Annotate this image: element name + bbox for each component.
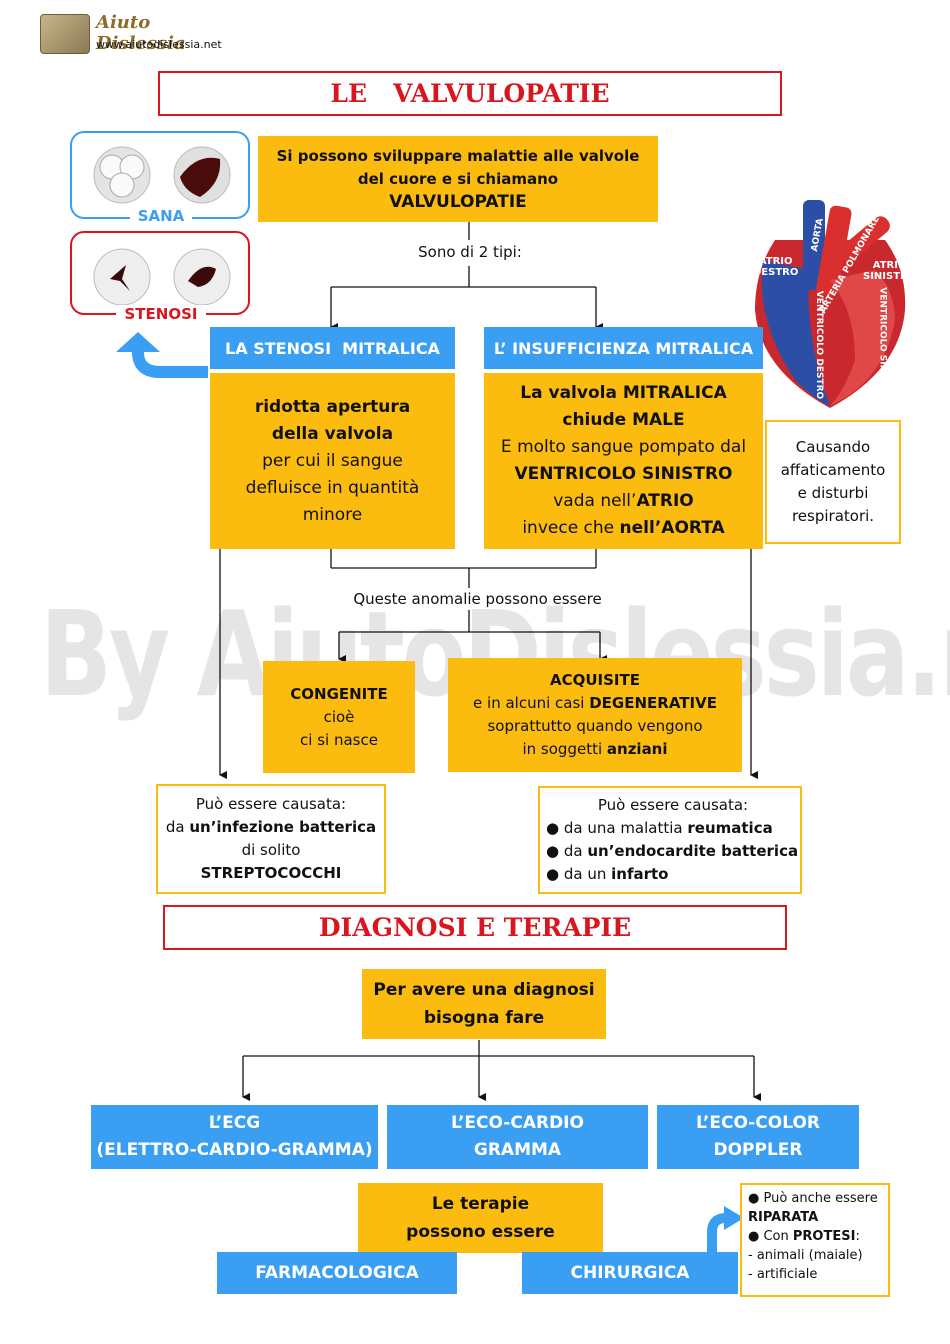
logo-url: www.aiutodislessia.net xyxy=(96,38,222,51)
intro-line-2: del cuore e si chiamano xyxy=(357,169,559,188)
farmacologica-box: FARMACOLOGICA xyxy=(217,1252,457,1294)
terapie-box: Le terapie possono essere xyxy=(358,1183,603,1253)
cause-bullet-3: ● da un infarto xyxy=(546,865,669,883)
cause-bullet-2: ● da un’endocardite batterica xyxy=(546,842,799,860)
stenosi-line-2: della valvola xyxy=(271,423,394,444)
stenosi-line-4: defluisce in quantità xyxy=(245,477,420,498)
anomalie-label: Queste anomalie possono essere xyxy=(353,590,602,608)
heart-label-ventricolo-sinistro: VENTRICOLO SINISTRO xyxy=(877,287,888,403)
stenosi-line-5: minore xyxy=(302,504,363,525)
site-logo[interactable]: Aiuto Dislessia www.aiutodislessia.net xyxy=(40,12,230,58)
congenite-box: CONGENITE cioè ci si nasce xyxy=(263,661,415,773)
page-title: LE VALVULOPATIE xyxy=(158,71,782,116)
heart-icon xyxy=(755,200,906,408)
insufficienza-line-3: E molto sangue pompato dal xyxy=(500,437,747,457)
insufficienza-header: L’ INSUFFICIENZA MITRALICA xyxy=(484,327,763,369)
blue-arrow-stenosi xyxy=(132,350,208,378)
heart-label-atrio-sinistro: ATRIO SINISTRO xyxy=(863,260,917,282)
diagnosi-box: Per avere una diagnosi bisogna fare xyxy=(362,969,606,1039)
stenosi-box: ridotta apertura della valvola per cui i… xyxy=(210,373,455,549)
heart-illustration: ATRIO DESTRO AORTA ARTERIA POLMONARE ATR… xyxy=(735,200,917,412)
insufficienza-box: La valvola MITRALICA chiude MALE E molto… xyxy=(484,373,763,549)
insufficienza-line-6: invece che nell’AORTA xyxy=(522,518,725,538)
intro-line-3: VALVULOPATIE xyxy=(389,191,527,212)
insufficienza-line-2: chiude MALE xyxy=(562,410,685,430)
healthy-label: SANA xyxy=(130,207,192,225)
stenosi-line-1: ridotta apertura xyxy=(254,396,411,417)
stenosis-valve-icons xyxy=(93,248,231,306)
heart-label-ventricolo-destro: VENTRICOLO DESTRO xyxy=(814,290,825,400)
logo-title: Aiuto Dislessia xyxy=(96,12,186,54)
insufficienza-line-4: VENTRICOLO SINISTRO xyxy=(514,464,733,484)
healthy-valve-icons xyxy=(93,146,231,204)
stenosi-header: LA STENOSI MITRALICA xyxy=(210,327,455,369)
causando-box: Causando affaticamento e disturbi respir… xyxy=(765,420,901,544)
stenosis-valve-panel: STENOSI xyxy=(70,231,250,323)
book-icon xyxy=(40,14,90,54)
blue-arrow-chirurgica xyxy=(707,1213,727,1262)
insufficienza-line-5: vada nell’ATRIO xyxy=(553,491,694,511)
test-eco-cardiogramma: L’ECO-CARDIO GRAMMA xyxy=(387,1105,648,1169)
insufficienza-line-1: La valvola MITRALICA xyxy=(520,383,727,403)
diagnosi-title: DIAGNOSI E TERAPIE xyxy=(163,905,787,950)
test-ecg: L’ECG (ELETTRO-CARDIO-GRAMMA) xyxy=(91,1105,378,1169)
stenosi-line-3: per cui il sangue xyxy=(262,450,403,471)
heart-label-atrio-destro: ATRIO DESTRO xyxy=(753,256,799,278)
surgery-bullet-1: ● Può anche essere xyxy=(748,1191,878,1206)
cause-left-box: Può essere causata: da un’infezione batt… xyxy=(156,784,386,894)
acquisite-box: ACQUISITE e in alcuni casi DEGENERATIVE … xyxy=(448,658,742,772)
stenosis-label: STENOSI xyxy=(116,305,206,323)
healthy-valve-panel: SANA xyxy=(70,131,250,225)
intro-box: Si possono sviluppare malattie alle valv… xyxy=(258,136,658,222)
surgery-bullet-2: ● Con PROTESI: xyxy=(748,1229,860,1244)
surgery-note: ● Può anche essere RIPARATA ● Con PROTES… xyxy=(740,1183,890,1297)
chirurgica-box: CHIRURGICA xyxy=(522,1252,738,1294)
cause-bullet-1: ● da una malattia reumatica xyxy=(546,819,773,837)
test-eco-color-doppler: L’ECO-COLOR DOPPLER xyxy=(657,1105,859,1169)
intro-line-1: Si possono sviluppare malattie alle valv… xyxy=(276,146,640,165)
types-label: Sono di 2 tipi: xyxy=(418,243,522,261)
cause-right-box: Può essere causata: ● da una malattia re… xyxy=(538,786,802,894)
